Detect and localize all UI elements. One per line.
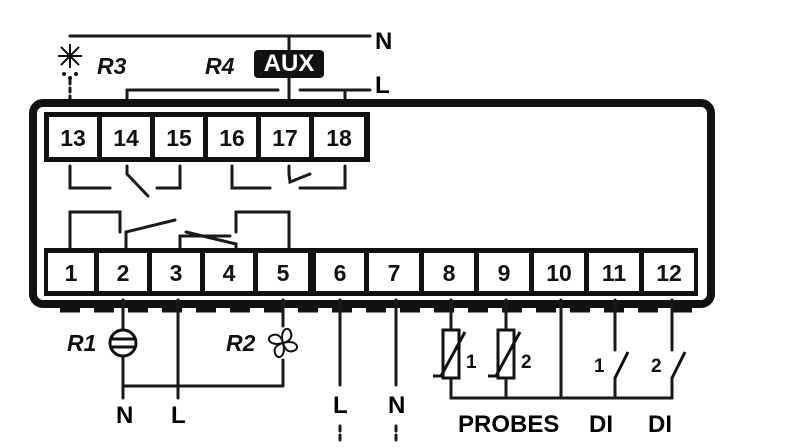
supply-n-top-label: N [375, 28, 392, 55]
ntc-probe-icon [488, 328, 522, 380]
aux-box [254, 50, 324, 78]
terminal-1: 1 [65, 260, 78, 286]
terminal-5: 5 [277, 260, 290, 286]
di-1-number: 1 [594, 356, 605, 377]
bottom-terminal-block [44, 248, 698, 296]
neutral-label-terminal-7: N [388, 392, 405, 419]
relay-r1-label: R1 [67, 330, 96, 356]
terminal-9: 9 [498, 260, 511, 286]
terminal-2: 2 [117, 260, 130, 286]
fan-icon [267, 327, 299, 359]
di-1-label: DI [589, 411, 613, 438]
top-terminal-block [44, 112, 370, 162]
terminal-11: 11 [602, 260, 627, 286]
terminal-18: 18 [326, 125, 352, 151]
compressor-icon [108, 328, 138, 358]
relay-r4-label: R4 [205, 53, 235, 79]
terminal-6: 6 [334, 260, 347, 286]
terminal-12: 12 [656, 260, 682, 286]
terminal-16: 16 [219, 125, 245, 151]
defrost-icon [58, 44, 82, 80]
terminal-8: 8 [443, 260, 456, 286]
di-2-number: 2 [651, 356, 662, 377]
terminal-10: 10 [546, 260, 572, 286]
terminal-4: 4 [223, 260, 236, 286]
internal-relay-contacts-lower [68, 210, 291, 250]
aux-label: AUX [264, 50, 315, 77]
terminal-17: 17 [272, 125, 298, 151]
relay-r2-label: R2 [226, 330, 256, 356]
ntc-probe-icon [433, 328, 467, 380]
di-2-label: DI [648, 411, 672, 438]
internal-relay-contacts-upper [68, 164, 347, 198]
digital-input-switch-icon [670, 351, 687, 379]
terminal-7: 7 [388, 260, 401, 286]
probe-1-number: 1 [466, 352, 477, 373]
bottom-external-wiring [121, 298, 674, 442]
digital-input-switch-icon [613, 351, 630, 379]
probe-2-number: 2 [521, 352, 532, 373]
terminal-14: 14 [113, 125, 139, 151]
line-label-terminal-3: L [171, 402, 186, 429]
terminal-3: 3 [170, 260, 183, 286]
terminal-13: 13 [60, 125, 86, 151]
neutral-label-r1: N [116, 402, 133, 429]
probes-label: PROBES [458, 411, 559, 438]
relay-r3-label: R3 [97, 53, 127, 79]
terminal-15: 15 [166, 125, 192, 151]
line-label-terminal-6: L [333, 392, 348, 419]
supply-l-top-label: L [375, 72, 390, 99]
